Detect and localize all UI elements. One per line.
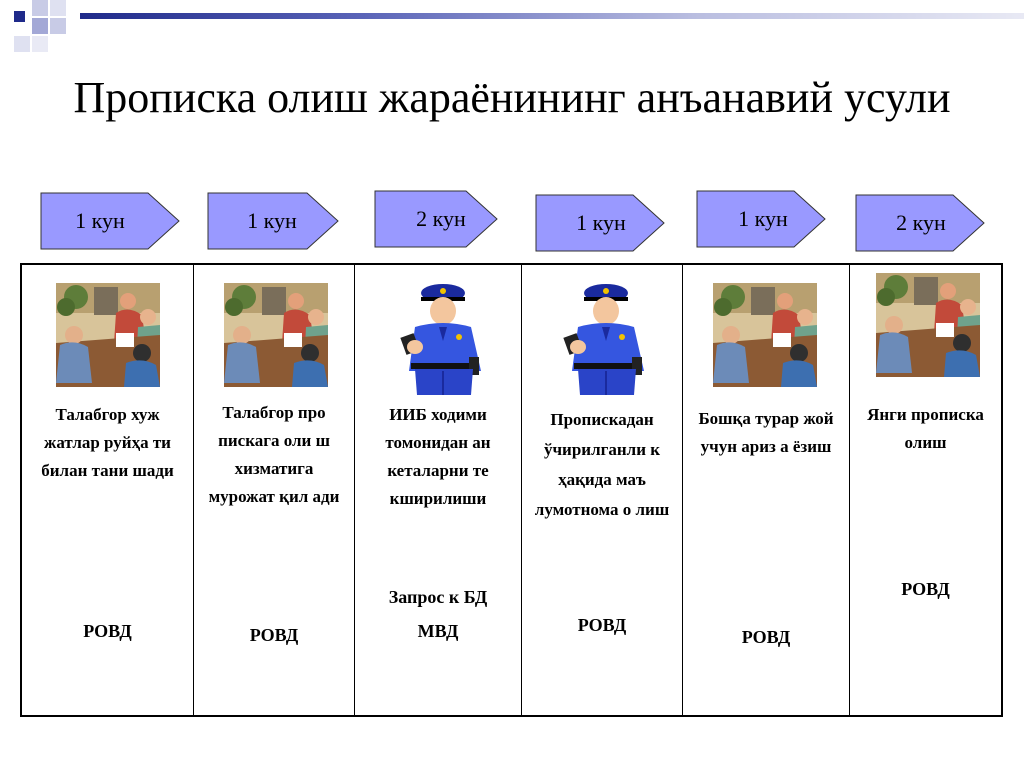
step-1-org: РОВД	[83, 621, 132, 641]
arrow-shape-icon	[855, 194, 985, 252]
step-6-column: Янги прописка олиш РОВД	[849, 265, 1001, 715]
process-table: Талабгор хуж жатлар руйҳа ти билан тани …	[20, 263, 1003, 717]
step-1-duration-arrow: 1 кун	[40, 192, 180, 250]
step-2-org: РОВД	[249, 625, 299, 645]
office-meeting-icon	[224, 283, 328, 387]
page-title: Прописка олиш жараёнининг анъанавий усул…	[73, 73, 951, 122]
arrow-shape-icon	[207, 192, 339, 250]
arrow-shape-icon	[696, 190, 826, 248]
step-5-description: Бошқа турар жой учун ариз а ёзиш	[698, 409, 834, 456]
step-3-org: МВД	[417, 621, 459, 641]
corner-decoration	[14, 0, 66, 52]
step-3-duration-arrow: 2 кун	[374, 190, 514, 248]
office-meeting-icon	[713, 283, 817, 387]
step-3-description: ИИБ ходими томонидан ан кеталарни те кши…	[385, 405, 491, 508]
step-6-duration-arrow: 2 кун	[855, 194, 995, 252]
step-6-duration: 2 кун	[896, 210, 946, 235]
step-2-column: Талабгор про пискага оли ш хизматига мур…	[193, 265, 354, 715]
police-officer-icon	[400, 284, 481, 395]
arrow-shape-icon	[40, 192, 180, 250]
header-bar	[80, 13, 1024, 19]
step-4-duration-arrow: 1 кун	[535, 194, 675, 252]
step-5-org: РОВД	[741, 627, 791, 647]
police-officer-icon	[563, 284, 644, 395]
step-6-description: Янги прописка олиш	[867, 405, 984, 452]
arrow-shape-icon	[535, 194, 665, 252]
step-2-description: Талабгор про пискага оли ш хизматига мур…	[208, 403, 340, 506]
step-4-duration: 1 кун	[576, 210, 626, 235]
step-3-request: Запрос к БД	[388, 587, 488, 607]
step-2-duration-arrow: 1 кун	[207, 192, 347, 250]
step-1-description: Талабгор хуж жатлар руйҳа ти билан тани …	[41, 405, 174, 480]
step-5-duration: 1 кун	[738, 206, 788, 231]
step-4-description: Пропискадан ўчирилганли к ҳақида маъ лум…	[534, 410, 670, 519]
arrow-shape-icon	[374, 190, 498, 248]
step-5-column: Бошқа турар жой учун ариз а ёзиш РОВД	[682, 265, 849, 715]
step-4-org: РОВД	[577, 615, 627, 635]
step-2-duration: 1 кун	[247, 208, 297, 233]
step-4-column: Пропискадан ўчирилганли к ҳақида маъ лум…	[521, 265, 682, 715]
step-6-org: РОВД	[901, 579, 950, 599]
step-1-column: Талабгор хуж жатлар руйҳа ти билан тани …	[22, 265, 193, 715]
step-5-duration-arrow: 1 кун	[696, 190, 836, 248]
step-3-duration: 2 кун	[416, 206, 466, 231]
office-meeting-icon	[876, 273, 980, 377]
step-3-column: ИИБ ходими томонидан ан кеталарни те кши…	[354, 265, 521, 715]
step-1-duration: 1 кун	[75, 208, 125, 233]
office-meeting-icon	[56, 283, 160, 387]
